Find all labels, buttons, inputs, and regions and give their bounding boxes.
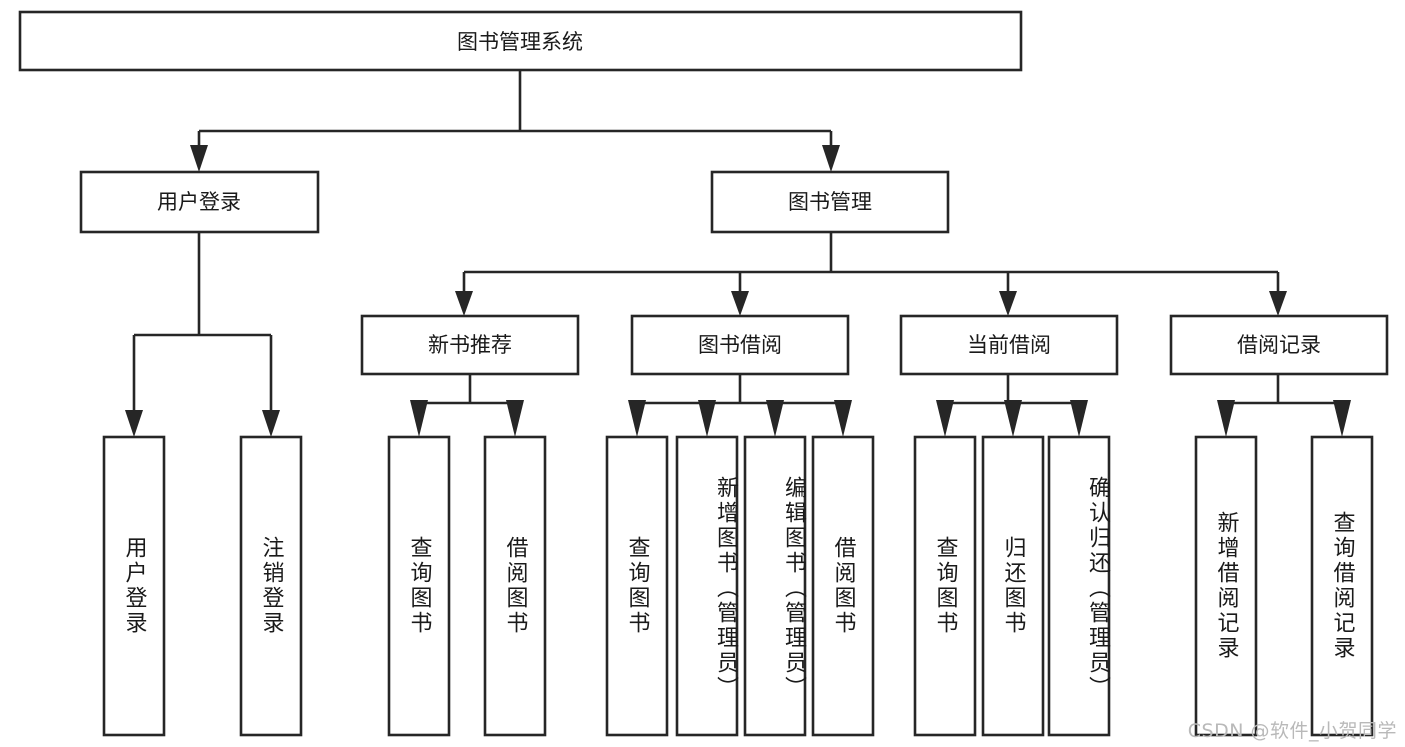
leaf-box-record-add[interactable] [1194, 435, 1258, 737]
arrow-to-user-login [190, 145, 208, 172]
arrow-to-borrow-record [1269, 291, 1287, 316]
arrow-to-leaf-user-logout [262, 410, 280, 437]
leaf-box-user-logout[interactable] [239, 435, 303, 737]
leaf-box-current-query-book[interactable] [913, 435, 977, 737]
node-boxes [18, 10, 1389, 737]
leaf-box-borrow-edit-book[interactable] [743, 435, 807, 737]
current-borrow-label: 当前借阅 [967, 333, 1051, 357]
arrow-heads [125, 145, 1351, 437]
arrow-to-leaf-borrow-add-book [698, 400, 716, 437]
arrow-to-book-borrow [731, 291, 749, 316]
node-current-borrow-box[interactable] [899, 314, 1119, 376]
leaf-box-record-query[interactable] [1310, 435, 1374, 737]
arrow-to-leaf-borrow-query-book [628, 400, 646, 437]
arrow-to-leaf-rec-borrow-book [506, 400, 524, 437]
arrow-to-new-book-rec [455, 291, 473, 316]
arrow-to-current-borrow [999, 291, 1017, 316]
borrow-record-label: 借阅记录 [1237, 333, 1321, 357]
book-borrow-label: 图书借阅 [698, 333, 782, 357]
node-user-login-box[interactable] [79, 170, 320, 234]
root-label: 图书管理系统 [457, 30, 583, 54]
arrow-to-book-manage [822, 145, 840, 172]
csdn-watermark: CSDN @软件_小贺同学 [1187, 720, 1397, 742]
leaf-box-rec-borrow-book[interactable] [483, 435, 547, 737]
new-book-rec-label: 新书推荐 [428, 333, 512, 357]
leaf-box-current-confirm-return[interactable] [1047, 435, 1111, 737]
arrow-to-leaf-record-add [1217, 400, 1235, 437]
arrow-to-leaf-current-return-book [1004, 400, 1022, 437]
node-root-box[interactable] [18, 10, 1023, 72]
node-book-borrow-box[interactable] [630, 314, 850, 376]
arrow-to-leaf-borrow-edit-book [766, 400, 784, 437]
arrow-to-leaf-current-confirm-return [1070, 400, 1088, 437]
node-book-manage-box[interactable] [710, 170, 950, 234]
arrow-to-leaf-record-query [1333, 400, 1351, 437]
leaf-box-borrow-add-book[interactable] [675, 435, 739, 737]
arrow-to-leaf-borrow-borrow-book [834, 400, 852, 437]
leaf-box-borrow-query-book[interactable] [605, 435, 669, 737]
leaf-box-current-return-book[interactable] [981, 435, 1045, 737]
arrow-to-leaf-user-login [125, 410, 143, 437]
arrow-to-leaf-rec-query-book [410, 400, 428, 437]
leaf-box-rec-query-book[interactable] [387, 435, 451, 737]
node-borrow-record-box[interactable] [1169, 314, 1389, 376]
arrow-to-leaf-current-query-book [936, 400, 954, 437]
node-labels: 图书管理系统 用户登录 图书管理 新书推荐 图书借阅 当前借阅 借阅记录 [157, 30, 1321, 357]
leaf-box-user-login[interactable] [102, 435, 166, 737]
node-new-book-rec-box[interactable] [360, 314, 580, 376]
book-manage-label: 图书管理 [788, 190, 872, 214]
user-login-label: 用户登录 [157, 190, 241, 214]
leaf-box-borrow-borrow-book[interactable] [811, 435, 875, 737]
